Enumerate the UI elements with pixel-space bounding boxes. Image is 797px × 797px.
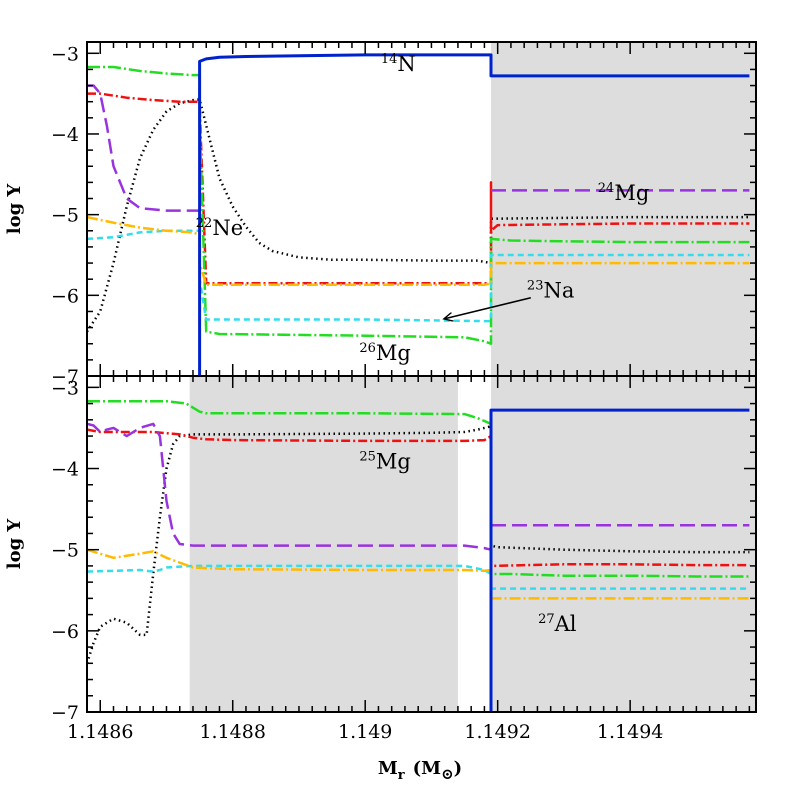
isotope-label: 23Na bbox=[527, 279, 574, 303]
x-tick-labels: 1.1486 1.1488 1.149 1.1492 1.1494 bbox=[67, 721, 663, 743]
series-line-red bbox=[87, 428, 750, 568]
isotope-symbol: Al bbox=[554, 612, 577, 636]
isotope-symbol: Mg bbox=[376, 450, 411, 474]
shaded-region bbox=[491, 42, 756, 376]
isotope-symbol: N bbox=[397, 52, 415, 76]
x-tick-label: 1.1486 bbox=[67, 721, 133, 743]
y-axis-title: log Y bbox=[4, 183, 25, 235]
isotope-symbol: Mg bbox=[614, 181, 649, 205]
series-line-cyan bbox=[87, 564, 750, 590]
isotope-mass: 25 bbox=[359, 450, 376, 465]
plot-frame bbox=[86, 375, 757, 713]
isotope-label: 25Mg bbox=[359, 450, 411, 474]
isotope-symbol: Na bbox=[543, 279, 574, 303]
isotope-mass: 14 bbox=[381, 52, 398, 67]
isotope-mass: 24 bbox=[598, 181, 615, 196]
x-axis-title: Mr(M⊙) bbox=[378, 758, 462, 783]
shaded-region bbox=[189, 376, 458, 712]
annotation-arrow bbox=[445, 297, 531, 319]
isotope-symbol: Ne bbox=[212, 216, 243, 240]
y-tick-label: −5 bbox=[51, 205, 79, 227]
series-line-cyan bbox=[87, 229, 750, 323]
y-tick-label: −7 bbox=[51, 702, 79, 724]
isotope-mass: 27 bbox=[538, 612, 555, 627]
x-tick-label: 1.1494 bbox=[597, 721, 663, 743]
y-tick-label: −3 bbox=[51, 43, 79, 65]
y-tick-label: −4 bbox=[51, 124, 79, 146]
x-tick-label: 1.1492 bbox=[464, 721, 530, 743]
series-line-yellow bbox=[87, 215, 750, 287]
y-axis-title: log Y bbox=[4, 518, 25, 570]
isotope-label: 14N bbox=[381, 52, 416, 76]
isotope-label: 26Mg bbox=[359, 341, 411, 365]
shaded-region bbox=[491, 376, 756, 712]
series-line-red bbox=[87, 92, 750, 285]
x-tick-label: 1.1488 bbox=[199, 721, 265, 743]
isotope-label: 22Ne bbox=[196, 216, 243, 240]
series-line-yellow bbox=[87, 548, 750, 600]
x-tick-label: 1.149 bbox=[338, 721, 392, 743]
series-group bbox=[87, 399, 750, 712]
y-tick-label: −6 bbox=[51, 621, 79, 643]
series-line-purple bbox=[87, 422, 492, 551]
series-line-blue bbox=[489, 408, 750, 712]
isotope-symbol: Mg bbox=[376, 341, 411, 365]
y-tick-label: −7 bbox=[51, 366, 79, 388]
isotope-label: 27Al bbox=[538, 612, 577, 636]
y-tick-label: −6 bbox=[51, 285, 79, 307]
series-group bbox=[87, 53, 750, 376]
isotope-label: 24Mg bbox=[598, 181, 650, 205]
isotope-mass: 23 bbox=[527, 279, 544, 294]
panel-bottom: −7 −6 −5 −4 −3 log Y 25Mg 27Al bbox=[4, 375, 757, 724]
y-tick-label: −3 bbox=[51, 377, 79, 399]
isotope-mass: 22 bbox=[196, 216, 213, 231]
series-line-blue bbox=[198, 53, 750, 376]
y-tick-label: −5 bbox=[51, 540, 79, 562]
series-line-green bbox=[87, 399, 750, 578]
series-line-green bbox=[87, 65, 750, 345]
isotope-mass: 26 bbox=[359, 341, 376, 356]
y-tick-label: −4 bbox=[51, 459, 79, 481]
series-line-purple bbox=[87, 84, 200, 212]
